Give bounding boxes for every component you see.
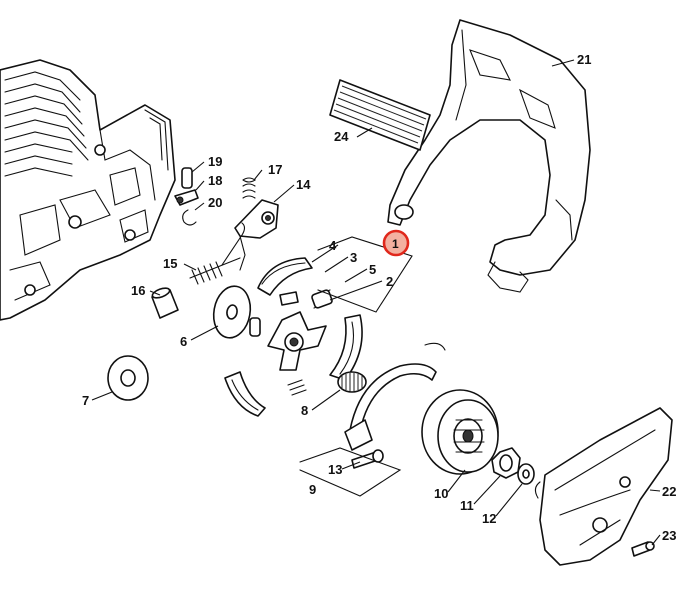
callout-24: 24	[334, 129, 349, 144]
clutch-carrier	[249, 311, 327, 371]
callout-18: 18	[208, 173, 222, 188]
callout-19: 19	[208, 154, 222, 169]
washer-part-12	[517, 463, 535, 485]
spring-part-17	[242, 177, 256, 199]
e-clip-part-12b	[534, 481, 541, 499]
sprocket-part-11	[491, 447, 521, 479]
highlighted-callout-1[interactable]: 1	[382, 229, 410, 257]
washer-part-7	[107, 355, 149, 401]
callout-1: 1	[392, 237, 399, 251]
pin-part-18	[174, 189, 199, 206]
clutch-shoe-left	[224, 371, 266, 417]
hand-guard-part-21	[387, 19, 591, 293]
sleeve-part-16	[151, 287, 179, 319]
needle-cage-part-8	[337, 371, 367, 393]
sprocket-cover-part-22	[539, 407, 673, 566]
highlight-ring	[382, 229, 410, 257]
callout-11: 11	[460, 498, 474, 513]
bracket-part-1	[317, 236, 413, 313]
callout-10: 10	[434, 486, 448, 501]
filter-grille-part-24	[329, 79, 431, 151]
callout-8: 8	[301, 403, 308, 418]
callout-22: 22	[662, 484, 676, 499]
callout-7: 7	[82, 393, 89, 408]
callout-20: 20	[208, 195, 222, 210]
callout-17: 17	[268, 162, 282, 177]
brake-band-part-9	[344, 342, 446, 451]
spring-small	[287, 379, 307, 396]
clutch-shoe-right	[329, 314, 363, 381]
clip-part-20	[182, 209, 197, 226]
callout-12: 12	[482, 511, 496, 526]
callout-labels: 21 24 19 18 20 17 14 15 16 4 3 5 2 6 7 8…	[82, 52, 676, 543]
brake-spring-part-15	[189, 222, 246, 285]
spring-part-2	[311, 289, 333, 309]
callout-13: 13	[328, 462, 342, 477]
callout-23: 23	[662, 528, 676, 543]
callout-3: 3	[350, 250, 357, 265]
screw-part-23	[631, 541, 655, 557]
callout-2: 2	[386, 274, 393, 289]
callout-21: 21	[577, 52, 591, 67]
clutch-drum-part-10	[421, 389, 499, 475]
group-bracket-part-9	[299, 447, 402, 497]
brake-lever-part-14	[234, 199, 279, 271]
engine-block	[0, 59, 176, 321]
callout-5: 5	[369, 262, 376, 277]
leader-lines	[91, 59, 661, 546]
washer-part-6	[212, 285, 252, 339]
screw-part-13	[351, 449, 384, 469]
callout-14: 14	[296, 177, 311, 192]
callout-4: 4	[329, 238, 337, 253]
callout-6: 6	[180, 334, 187, 349]
callout-16: 16	[131, 283, 145, 298]
spring-part-19	[181, 167, 193, 189]
callout-15: 15	[163, 256, 177, 271]
brake-shoe-part-4	[257, 257, 313, 306]
callout-9: 9	[309, 482, 316, 497]
